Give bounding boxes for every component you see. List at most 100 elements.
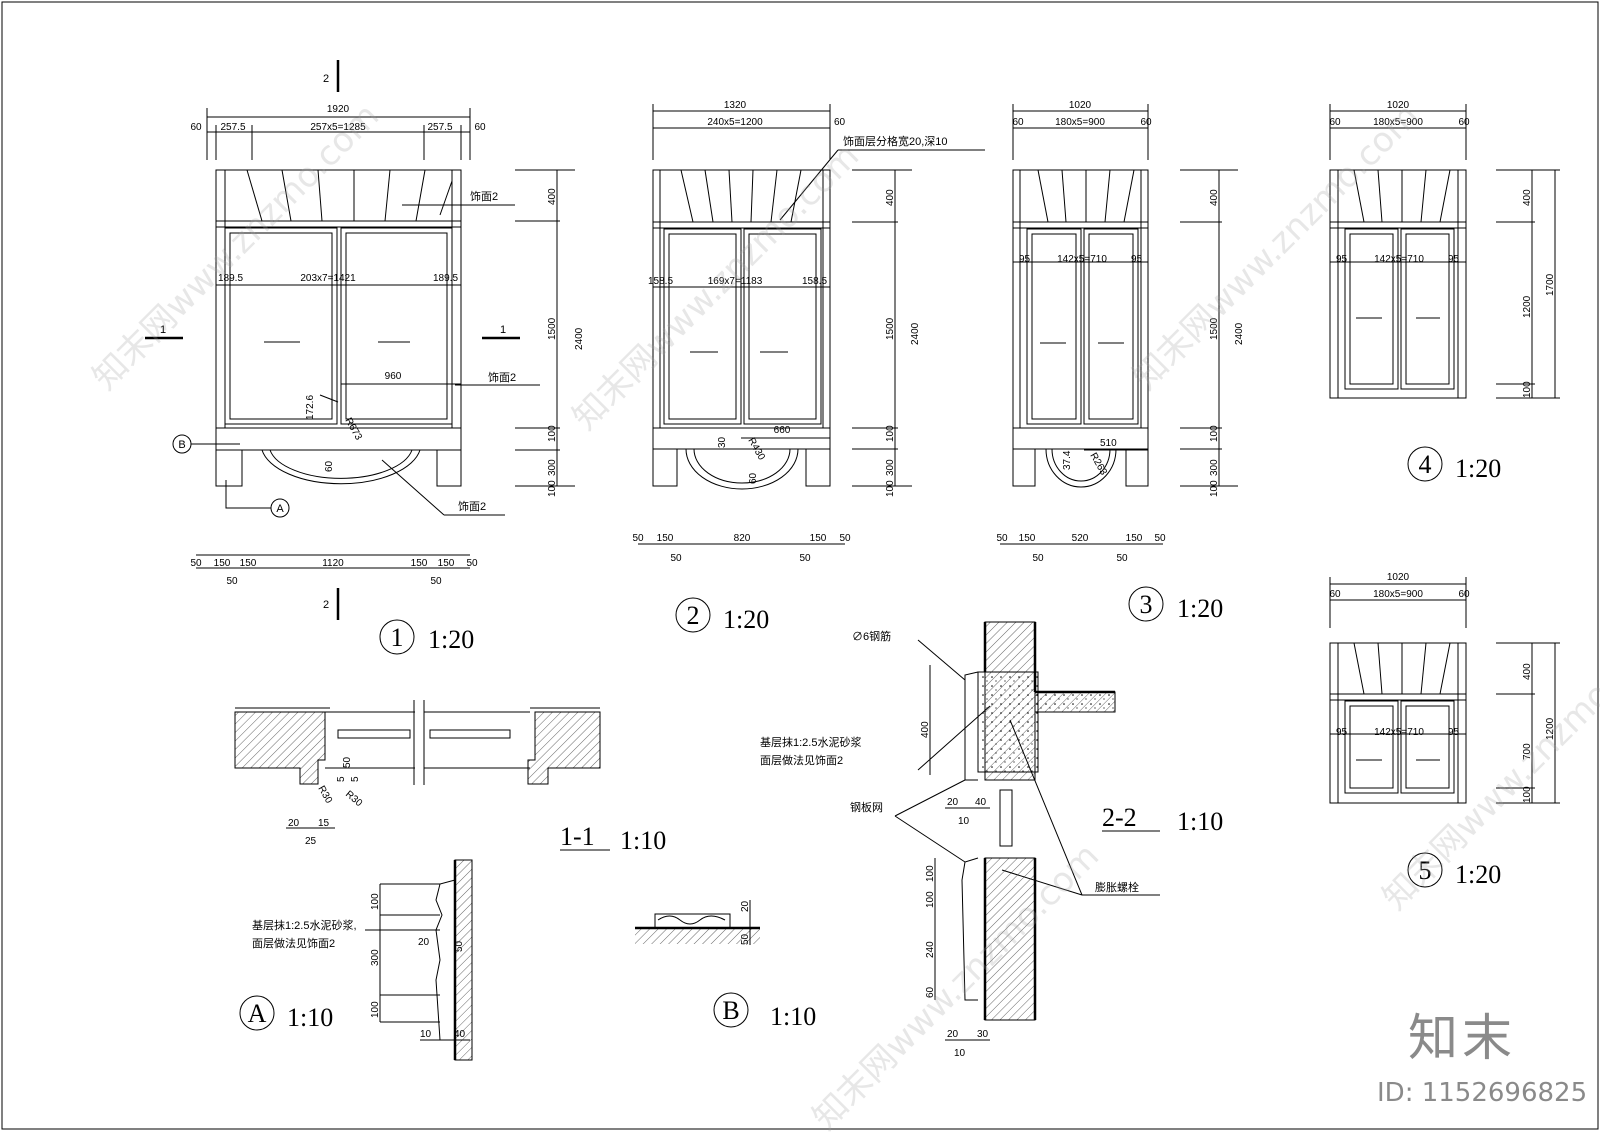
e5-right-total: 1200 bbox=[1545, 717, 1556, 740]
s11-dim-1: 50 bbox=[342, 756, 353, 768]
e3-title-scale: 1:20 bbox=[1177, 594, 1223, 623]
e1-title-num: 1 bbox=[391, 623, 404, 652]
e5-inner-dim-3: 95 bbox=[1448, 727, 1460, 738]
e3-mid-dim: 510 bbox=[1100, 438, 1117, 449]
e1-bottom-dim-1: 50 bbox=[190, 558, 202, 569]
s11-dim-8: 25 bbox=[305, 836, 317, 847]
da-title-scale: 1:10 bbox=[287, 1003, 333, 1032]
elevation-3: 1020 60 180x5=900 60 95 142x5=710 95 510… bbox=[996, 100, 1245, 623]
e4-title-scale: 1:20 bbox=[1455, 454, 1501, 483]
e2-inner-dim-1: 158.5 bbox=[648, 276, 673, 287]
e4-top-dim-1: 60 bbox=[1329, 117, 1341, 128]
s22-note-5: 膨胀螺栓 bbox=[1095, 880, 1139, 894]
e1-misc-2: R673 bbox=[342, 416, 364, 443]
s22-dim-bottom-2: 40 bbox=[975, 797, 987, 808]
e2-bottom-dim-3: 820 bbox=[734, 533, 751, 544]
e1-bottom2-dim-2: 50 bbox=[430, 576, 442, 587]
e4-title-num: 4 bbox=[1419, 450, 1432, 479]
e2-mid-dim: 660 bbox=[774, 425, 791, 436]
e1-inner-dim-1: 189.5 bbox=[218, 273, 243, 284]
e3-bottom-dim-5: 50 bbox=[1154, 533, 1166, 544]
e1-top-dim-4: 257.5 bbox=[427, 122, 452, 133]
e1-section-mark-2: 1 bbox=[500, 324, 506, 336]
e3-bottom-dim-2: 150 bbox=[1019, 533, 1036, 544]
e3-right-dim-5: 100 bbox=[1209, 480, 1220, 497]
e5-right-dim-2: 700 bbox=[1522, 743, 1533, 760]
detail-b: 20 50 B 1:10 bbox=[635, 900, 816, 1031]
s22-dim-left-4: 240 bbox=[925, 941, 936, 958]
s22-note-4: 钢板网 bbox=[850, 800, 883, 814]
e1-finish-label-3: 饰面2 bbox=[458, 499, 486, 513]
e3-top-total: 1020 bbox=[1069, 100, 1092, 111]
e4-right-dim-2: 1200 bbox=[1522, 295, 1533, 318]
e3-bottom2-dim-1: 50 bbox=[1032, 553, 1044, 564]
e4-inner-dim-2: 142x5=710 bbox=[1374, 254, 1424, 265]
s11-dim-6: 20 bbox=[288, 818, 300, 829]
da-dim-3: 100 bbox=[370, 1001, 381, 1018]
e2-right-dim-4: 300 bbox=[885, 459, 896, 476]
e1-bottom-dim-7: 50 bbox=[466, 558, 478, 569]
e5-right-dim-1: 400 bbox=[1522, 663, 1533, 680]
e1-top-dim-3: 257x5=1285 bbox=[310, 122, 366, 133]
e3-bottom-dim-1: 50 bbox=[996, 533, 1008, 544]
s22-dim-left-1: 400 bbox=[920, 721, 931, 738]
e2-top-dim-1: 240x5=1200 bbox=[707, 117, 763, 128]
e3-right-total: 2400 bbox=[1234, 322, 1245, 345]
e2-misc-3: 60 bbox=[748, 472, 759, 484]
e1-misc-3: 60 bbox=[324, 460, 335, 472]
s22-dim-left-2: 100 bbox=[925, 865, 936, 882]
s22-note-2: 基层抹1:2.5水泥砂浆 bbox=[760, 735, 861, 749]
e3-right-dim-2: 1500 bbox=[1209, 317, 1220, 340]
e2-bottom-dim-4: 150 bbox=[810, 533, 827, 544]
e4-top-dim-3: 60 bbox=[1458, 117, 1470, 128]
e4-right-total: 1700 bbox=[1545, 273, 1556, 296]
s22-title-scale: 1:10 bbox=[1177, 807, 1223, 836]
elevation-4: 1020 60 180x5=900 60 95 142x5=710 95 400… bbox=[1329, 100, 1560, 483]
e1-top-dim-5: 60 bbox=[474, 122, 486, 133]
e1-section-mark-3: 2 bbox=[323, 73, 329, 85]
s22-dim-bottom-3: 10 bbox=[958, 816, 970, 827]
e2-bottom-dim-2: 150 bbox=[657, 533, 674, 544]
e2-bottom2-dim-2: 50 bbox=[799, 553, 811, 564]
e1-bottom-dim-2: 150 bbox=[214, 558, 231, 569]
e1-bottom-dim-4: 1120 bbox=[322, 558, 344, 569]
e5-inner-dim-1: 95 bbox=[1336, 727, 1348, 738]
e4-top-total: 1020 bbox=[1387, 100, 1410, 111]
e1-top-dim-2: 257.5 bbox=[220, 122, 245, 133]
e1-section-mark-4: 2 bbox=[323, 599, 329, 611]
e1-right-dim-4: 300 bbox=[547, 459, 558, 476]
e5-title-scale: 1:20 bbox=[1455, 860, 1501, 889]
e2-top-total: 1320 bbox=[724, 100, 747, 111]
e4-right-dim-3: 100 bbox=[1522, 381, 1533, 398]
e3-inner-dim-2: 142x5=710 bbox=[1057, 254, 1107, 265]
e3-top-dim-2: 180x5=900 bbox=[1055, 117, 1105, 128]
e2-right-dim-2: 1500 bbox=[885, 317, 896, 340]
e3-inner-dim-1: 95 bbox=[1019, 254, 1031, 265]
elevation-5: 1020 60 180x5=900 60 95 142x5=710 95 400… bbox=[1329, 572, 1560, 889]
e3-title-num: 3 bbox=[1140, 590, 1153, 619]
s22-dim-left-3: 100 bbox=[925, 891, 936, 908]
s22-dim-bottom-1: 20 bbox=[947, 797, 959, 808]
e5-top-dim-3: 60 bbox=[1458, 589, 1470, 600]
e1-misc-1: 172.6 bbox=[305, 395, 316, 420]
e1-bottom-dim-3: 150 bbox=[240, 558, 257, 569]
s11-dim-2: 5 bbox=[336, 776, 347, 782]
e2-right-dim-3: 100 bbox=[885, 425, 896, 442]
e3-inner-dim-3: 95 bbox=[1131, 254, 1143, 265]
e1-right-dim-2: 1500 bbox=[547, 317, 558, 340]
section-1-1: 50 5 5 R30 R30 20 15 25 1-1 1:10 bbox=[234, 700, 666, 855]
e1-right-dim-1: 400 bbox=[547, 188, 558, 205]
s11-dim-5: R30 bbox=[343, 789, 364, 810]
brand-logo: 知末 bbox=[1408, 1009, 1516, 1067]
e1-finish-label-2: 饰面2 bbox=[488, 370, 516, 384]
e1-bottom-dim-6: 150 bbox=[438, 558, 455, 569]
e3-misc-2: R263 bbox=[1087, 451, 1109, 478]
s22-dim-bottom-4: 20 bbox=[947, 1029, 959, 1040]
e1-mid-dim: 960 bbox=[385, 371, 402, 382]
e1-section-mark-1: 1 bbox=[160, 324, 166, 336]
e2-title-scale: 1:20 bbox=[723, 605, 769, 634]
e5-title-num: 5 bbox=[1419, 856, 1432, 885]
e2-bottom-dim-1: 50 bbox=[632, 533, 644, 544]
e5-top-dim-2: 180x5=900 bbox=[1373, 589, 1423, 600]
